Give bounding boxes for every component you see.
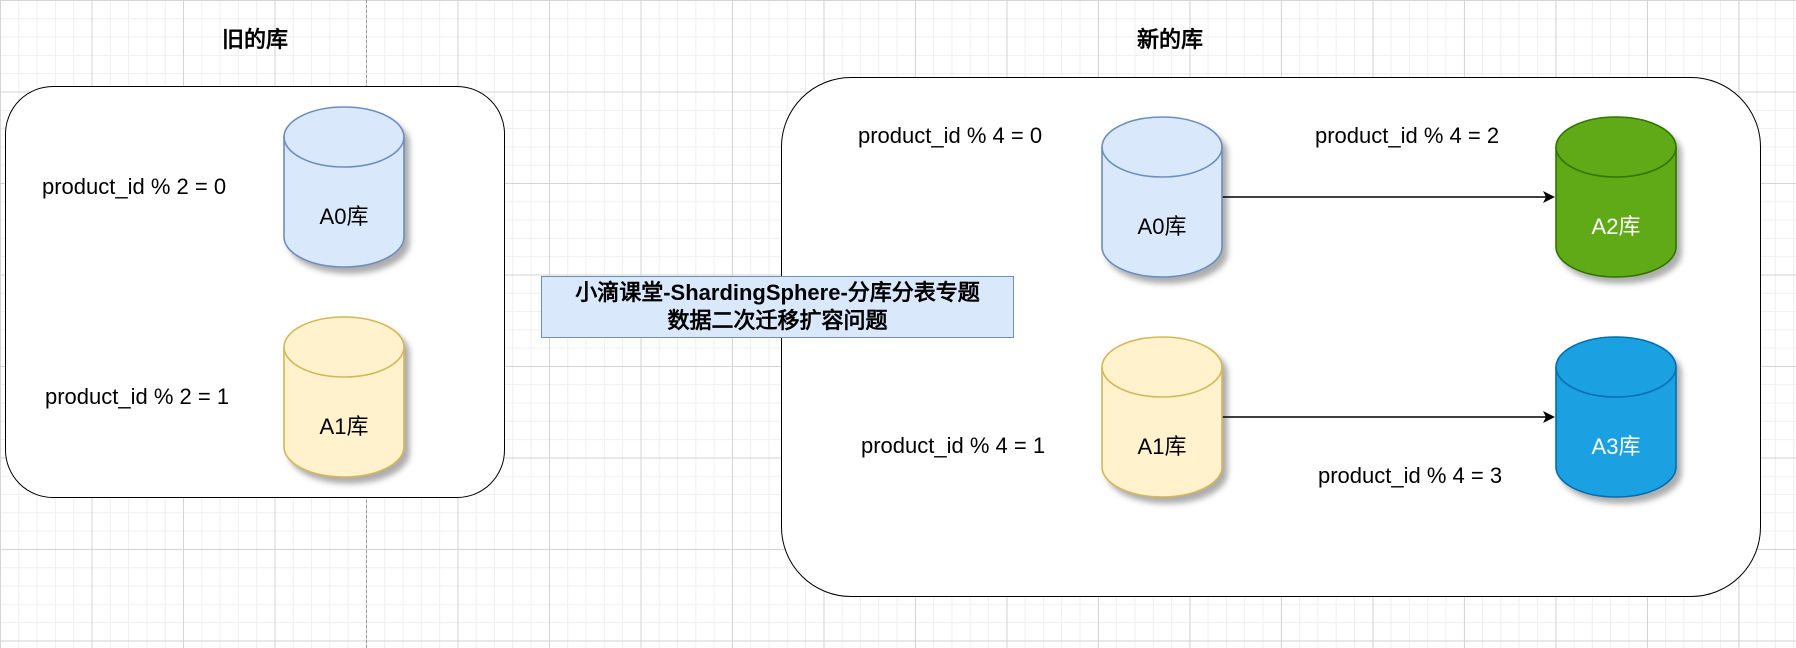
new-db-a2-label: A2库 (1591, 214, 1641, 239)
database-cylinder-icon (283, 106, 405, 268)
new-rule-3: product_id % 4 = 3 (1318, 463, 1503, 488)
database-cylinder-icon (1101, 116, 1223, 278)
new-db-a1[interactable]: A1库 (1101, 336, 1223, 498)
cylinder-body (1101, 116, 1223, 278)
old-group-title: 旧的库 (221, 27, 289, 52)
cylinder-lid (1101, 366, 1223, 398)
old-db-group[interactable]: product_id % 2 = 0 product_id % 2 = 1 (5, 86, 505, 498)
new-rule-1: product_id % 4 = 1 (861, 433, 1046, 458)
cylinder-body (283, 316, 405, 478)
database-cylinder-icon (1555, 336, 1677, 498)
old-db-a1-label: A1库 (319, 414, 369, 439)
old-rule-1: product_id % 2 = 1 (45, 384, 230, 409)
cylinder-lid (1555, 366, 1677, 398)
new-db-a3-label: A3库 (1591, 434, 1641, 459)
new-db-a3[interactable]: A3库 (1555, 336, 1677, 498)
cylinder-lid (283, 136, 405, 168)
new-db-a2[interactable]: A2库 (1555, 116, 1677, 278)
title-line-1: 小滴课堂-ShardingSphere-分库分表专题 (575, 280, 980, 305)
cylinder-lid (1555, 146, 1677, 178)
database-cylinder-icon (1101, 336, 1223, 498)
cylinder-lid (1101, 146, 1223, 178)
cylinder-body (1101, 336, 1223, 498)
new-rule-2: product_id % 4 = 2 (1315, 123, 1500, 148)
old-db-a0[interactable]: A0库 (283, 106, 405, 268)
database-cylinder-icon (1555, 116, 1677, 278)
new-db-a0-label: A0库 (1137, 214, 1187, 239)
old-db-a1[interactable]: A1库 (283, 316, 405, 478)
new-rule-0: product_id % 4 = 0 (858, 123, 1043, 148)
title-line-2: 数据二次迁移扩容问题 (667, 308, 888, 333)
cylinder-body (1555, 116, 1677, 278)
title-box[interactable]: 小滴课堂-ShardingSphere-分库分表专题 数据二次迁移扩容问题 (541, 276, 1014, 338)
old-db-a0-label: A0库 (319, 204, 369, 229)
new-group-title: 新的库 (1136, 27, 1204, 52)
new-db-a1-label: A1库 (1137, 434, 1187, 459)
cylinder-body (1555, 336, 1677, 498)
new-db-a0[interactable]: A0库 (1101, 116, 1223, 278)
old-rule-0: product_id % 2 = 0 (42, 174, 227, 199)
database-cylinder-icon (283, 316, 405, 478)
cylinder-body (283, 106, 405, 268)
cylinder-lid (283, 346, 405, 378)
